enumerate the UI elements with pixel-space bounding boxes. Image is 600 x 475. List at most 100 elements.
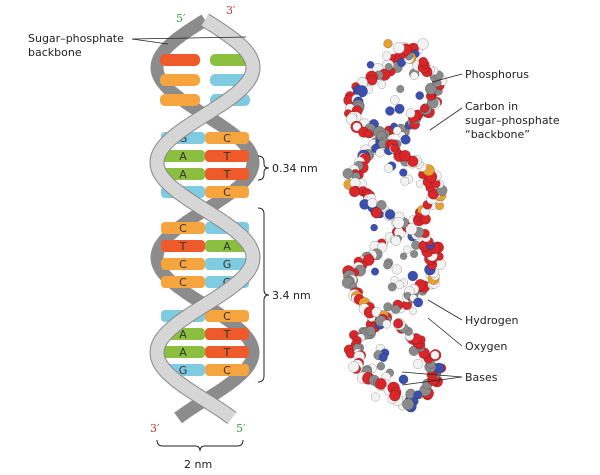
- atom: [413, 390, 423, 400]
- atom: [367, 198, 378, 209]
- atom: [383, 302, 393, 312]
- atom: [384, 63, 393, 71]
- atom: [417, 38, 429, 50]
- base-T: [205, 150, 249, 162]
- atom: [352, 122, 362, 132]
- atom: [376, 361, 386, 371]
- base-letter: T: [223, 150, 231, 163]
- base-A: [161, 150, 205, 162]
- rise-label: 0.34 nm: [272, 162, 318, 175]
- atom: [413, 297, 424, 308]
- atom: [387, 282, 397, 292]
- base-C: [161, 276, 205, 288]
- base-letter: C: [179, 276, 187, 289]
- atom: [391, 304, 401, 314]
- base-C: [205, 364, 249, 376]
- atom: [391, 264, 402, 275]
- base-C: [205, 310, 249, 322]
- base-letter: C: [179, 258, 187, 271]
- atom: [384, 209, 396, 220]
- base-letter: C: [179, 222, 187, 235]
- base-letter: C: [223, 310, 231, 323]
- width-label: 2 nm: [184, 458, 212, 471]
- oxygen-pointer: [427, 317, 463, 347]
- width-brace: [156, 439, 244, 452]
- end-label-top-5prime: 5′: [176, 12, 186, 25]
- atom: [390, 144, 399, 153]
- atom: [389, 390, 401, 402]
- oxygen-label: Oxygen: [465, 340, 507, 353]
- base-G: [205, 258, 249, 270]
- backbone-pointer-2: [131, 36, 247, 40]
- base-T: [205, 168, 249, 180]
- atom: [418, 56, 428, 67]
- base-C: [205, 132, 249, 144]
- backbone-label-line2: backbone: [28, 46, 82, 59]
- back-strand-ribbon: [150, 14, 260, 424]
- base-C: [161, 222, 205, 234]
- base: [160, 94, 200, 106]
- atom: [392, 126, 402, 136]
- atom: [400, 134, 411, 145]
- atom: [348, 361, 360, 373]
- atom: [420, 103, 430, 113]
- atom: [365, 325, 376, 337]
- atom: [389, 95, 400, 105]
- atom: [370, 267, 380, 276]
- base-letter: A: [179, 346, 187, 359]
- base-letter: T: [223, 346, 231, 359]
- bases-pointer-2: [401, 376, 463, 386]
- atom: [376, 199, 387, 211]
- bases-label: Bases: [465, 371, 498, 384]
- bases-pointer-1: [401, 371, 463, 378]
- atom: [375, 148, 385, 158]
- atom: [385, 106, 395, 116]
- atom: [381, 51, 392, 61]
- atom: [370, 223, 378, 232]
- base-letter: A: [223, 240, 231, 253]
- atom: [410, 71, 419, 81]
- base: [160, 54, 200, 66]
- carbon-label-line2: sugar–phosphate: [465, 114, 560, 127]
- base-letter: A: [179, 168, 187, 181]
- atom: [342, 168, 354, 180]
- carbon-pointer: [429, 107, 463, 131]
- atom: [400, 176, 410, 186]
- atom: [355, 85, 368, 98]
- atom: [415, 179, 424, 188]
- atom: [366, 74, 378, 86]
- base-letter: C: [223, 364, 231, 377]
- atom: [348, 186, 361, 198]
- atom: [393, 42, 405, 54]
- atom: [399, 149, 411, 162]
- base: [210, 54, 250, 66]
- hydrogen-pointer: [427, 299, 463, 321]
- atom: [396, 84, 405, 94]
- phosphorus-pointer: [431, 73, 463, 83]
- base-letter: G: [223, 258, 232, 271]
- base: [160, 74, 200, 86]
- base-T: [205, 346, 249, 358]
- atom: [407, 270, 419, 282]
- backbone-pointer-1: [131, 38, 169, 45]
- end-label-top-3prime: 3′: [226, 4, 236, 17]
- atom: [377, 139, 387, 149]
- atom: [409, 307, 417, 316]
- base-T: [205, 328, 249, 340]
- back-strand: [150, 14, 260, 424]
- front-strand-ribbon: [150, 14, 260, 424]
- base-letter: A: [179, 150, 187, 163]
- end-label-bottom-5prime: 5′: [236, 422, 246, 435]
- atom: [370, 207, 383, 219]
- rise-brace: [257, 155, 270, 181]
- front-strand: [149, 13, 261, 425]
- pitch-brace: [257, 207, 270, 383]
- atom: [397, 58, 407, 68]
- atom: [383, 260, 393, 270]
- atom: [392, 216, 405, 229]
